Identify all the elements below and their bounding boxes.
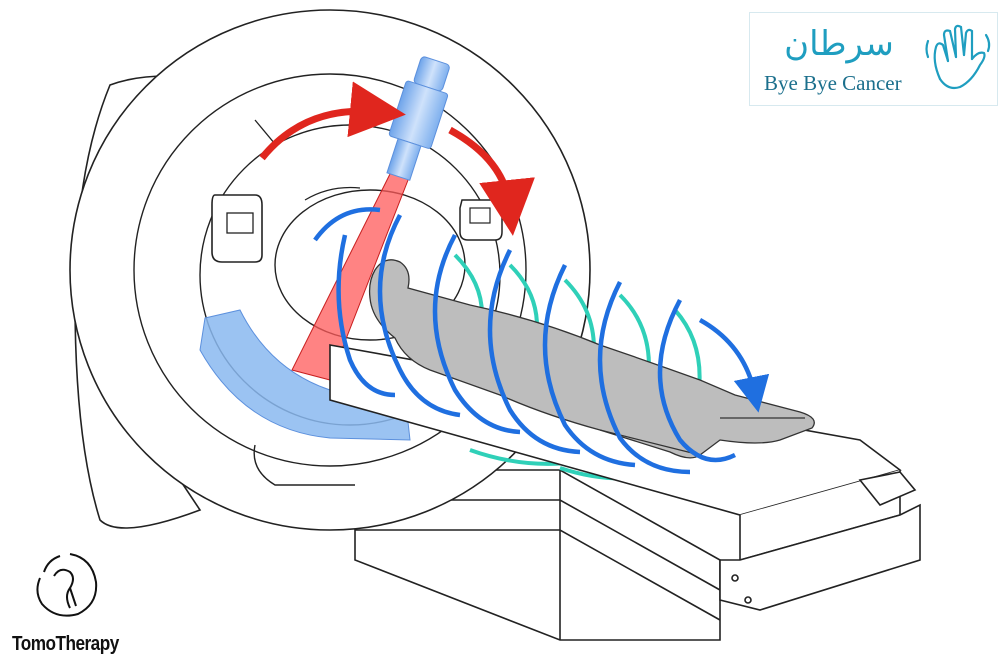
helix-front [313, 207, 770, 475]
logo-caption: Bye Bye Cancer [764, 71, 902, 95]
waving-hand-icon [925, 24, 991, 90]
logo-arabic-text: سرطان [784, 24, 894, 64]
tomotherapy-emblem-icon [36, 553, 98, 617]
tomotherapy-wordmark: TomoTherapy [12, 633, 119, 655]
gantry-housing [69, 9, 591, 531]
couch-base [354, 469, 721, 641]
rotation-arrows [259, 81, 535, 236]
bye-bye-cancer-logo: سرطان Bye Bye Cancer [749, 12, 998, 106]
patient-figure [368, 259, 815, 459]
